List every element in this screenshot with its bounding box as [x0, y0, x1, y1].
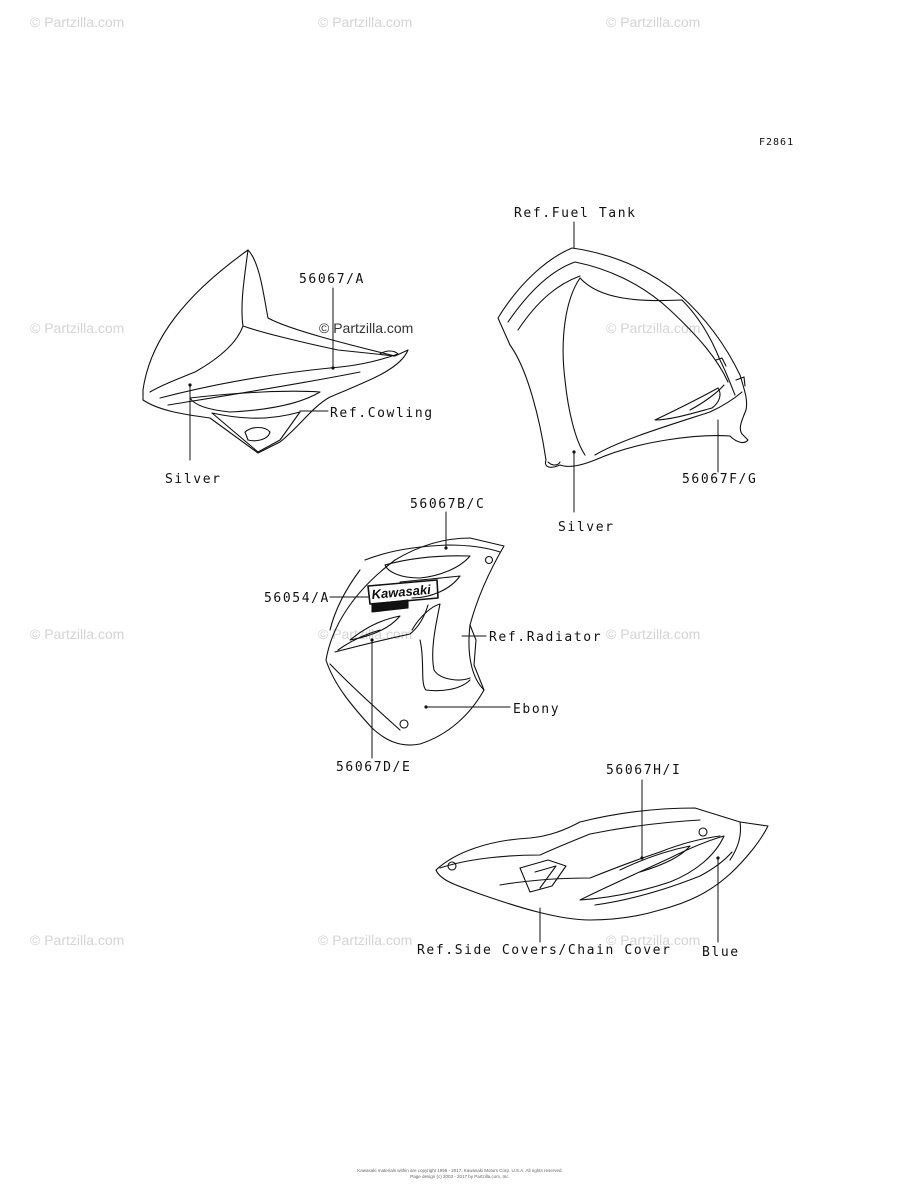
footer-line-2: Page design (c) 2003 - 2017 by Partzilla…: [410, 1174, 510, 1179]
watermark: © Partzilla.com: [318, 932, 413, 948]
copyright-footer: Kawasaki materials within are copyright …: [250, 1168, 670, 1180]
watermark: © Partzilla.com: [30, 626, 125, 642]
callout-56067-f-g: 56067F/G: [682, 472, 758, 487]
watermark: © Partzilla.com: [318, 626, 413, 642]
kawasaki-emblem-text: Kawasaki: [371, 582, 432, 602]
partzilla-brand-mark: © Partzilla.com: [319, 320, 414, 336]
watermark: © Partzilla.com: [30, 14, 125, 30]
watermark: © Partzilla.com: [606, 626, 701, 642]
side-cover-drawing: [435, 807, 769, 921]
callout-ref-side-covers: Ref.Side Covers/Chain Cover: [417, 943, 672, 958]
callout-ebony: Ebony: [513, 702, 561, 717]
callout-56054-a: 56054/A: [264, 591, 330, 606]
footer-line-1: Kawasaki materials within are copyright …: [357, 1168, 563, 1173]
watermark: © Partzilla.com: [606, 320, 701, 336]
callout-ref-cowling: Ref.Cowling: [330, 406, 434, 421]
watermark: © Partzilla.com: [318, 14, 413, 30]
callout-silver-cowling: Silver: [165, 472, 222, 487]
watermark: © Partzilla.com: [30, 932, 125, 948]
watermark: © Partzilla.com: [606, 14, 701, 30]
callout-silver-tank: Silver: [558, 520, 615, 535]
callout-56067-a: 56067/A: [299, 272, 365, 287]
callout-56067-d-e: 56067D/E: [336, 760, 412, 775]
callout-56067-h-i: 56067H/I: [606, 763, 682, 778]
watermark: © Partzilla.com: [606, 932, 701, 948]
leader-lines: [189, 221, 719, 943]
callout-ref-radiator: Ref.Radiator: [489, 630, 603, 645]
callout-blue: Blue: [702, 945, 740, 960]
figure-id: F2861: [759, 137, 795, 148]
watermark: © Partzilla.com: [30, 320, 125, 336]
cowling-drawing: [142, 249, 409, 454]
fuel-tank-cover-drawing: [497, 247, 749, 468]
callout-ref-fuel-tank: Ref.Fuel Tank: [514, 206, 637, 221]
radiator-shroud-drawing: [325, 537, 505, 746]
callout-56067-b-c: 56067B/C: [410, 497, 486, 512]
leader-dots: [188, 366, 720, 860]
